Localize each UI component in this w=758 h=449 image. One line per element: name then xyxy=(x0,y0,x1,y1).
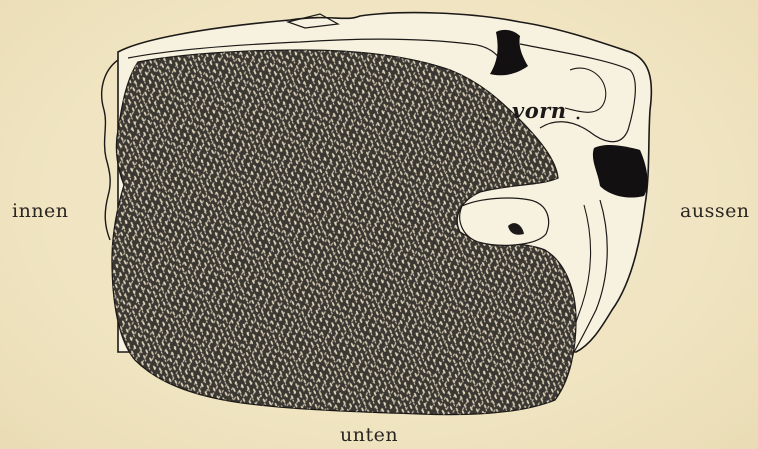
label-innen: innen xyxy=(12,200,69,222)
medial-bulge xyxy=(102,60,118,240)
label-unten: unten xyxy=(340,424,398,446)
label-vorn: vorn xyxy=(512,98,567,123)
label-aussen: aussen xyxy=(680,200,750,222)
white-inclusion xyxy=(460,198,549,245)
